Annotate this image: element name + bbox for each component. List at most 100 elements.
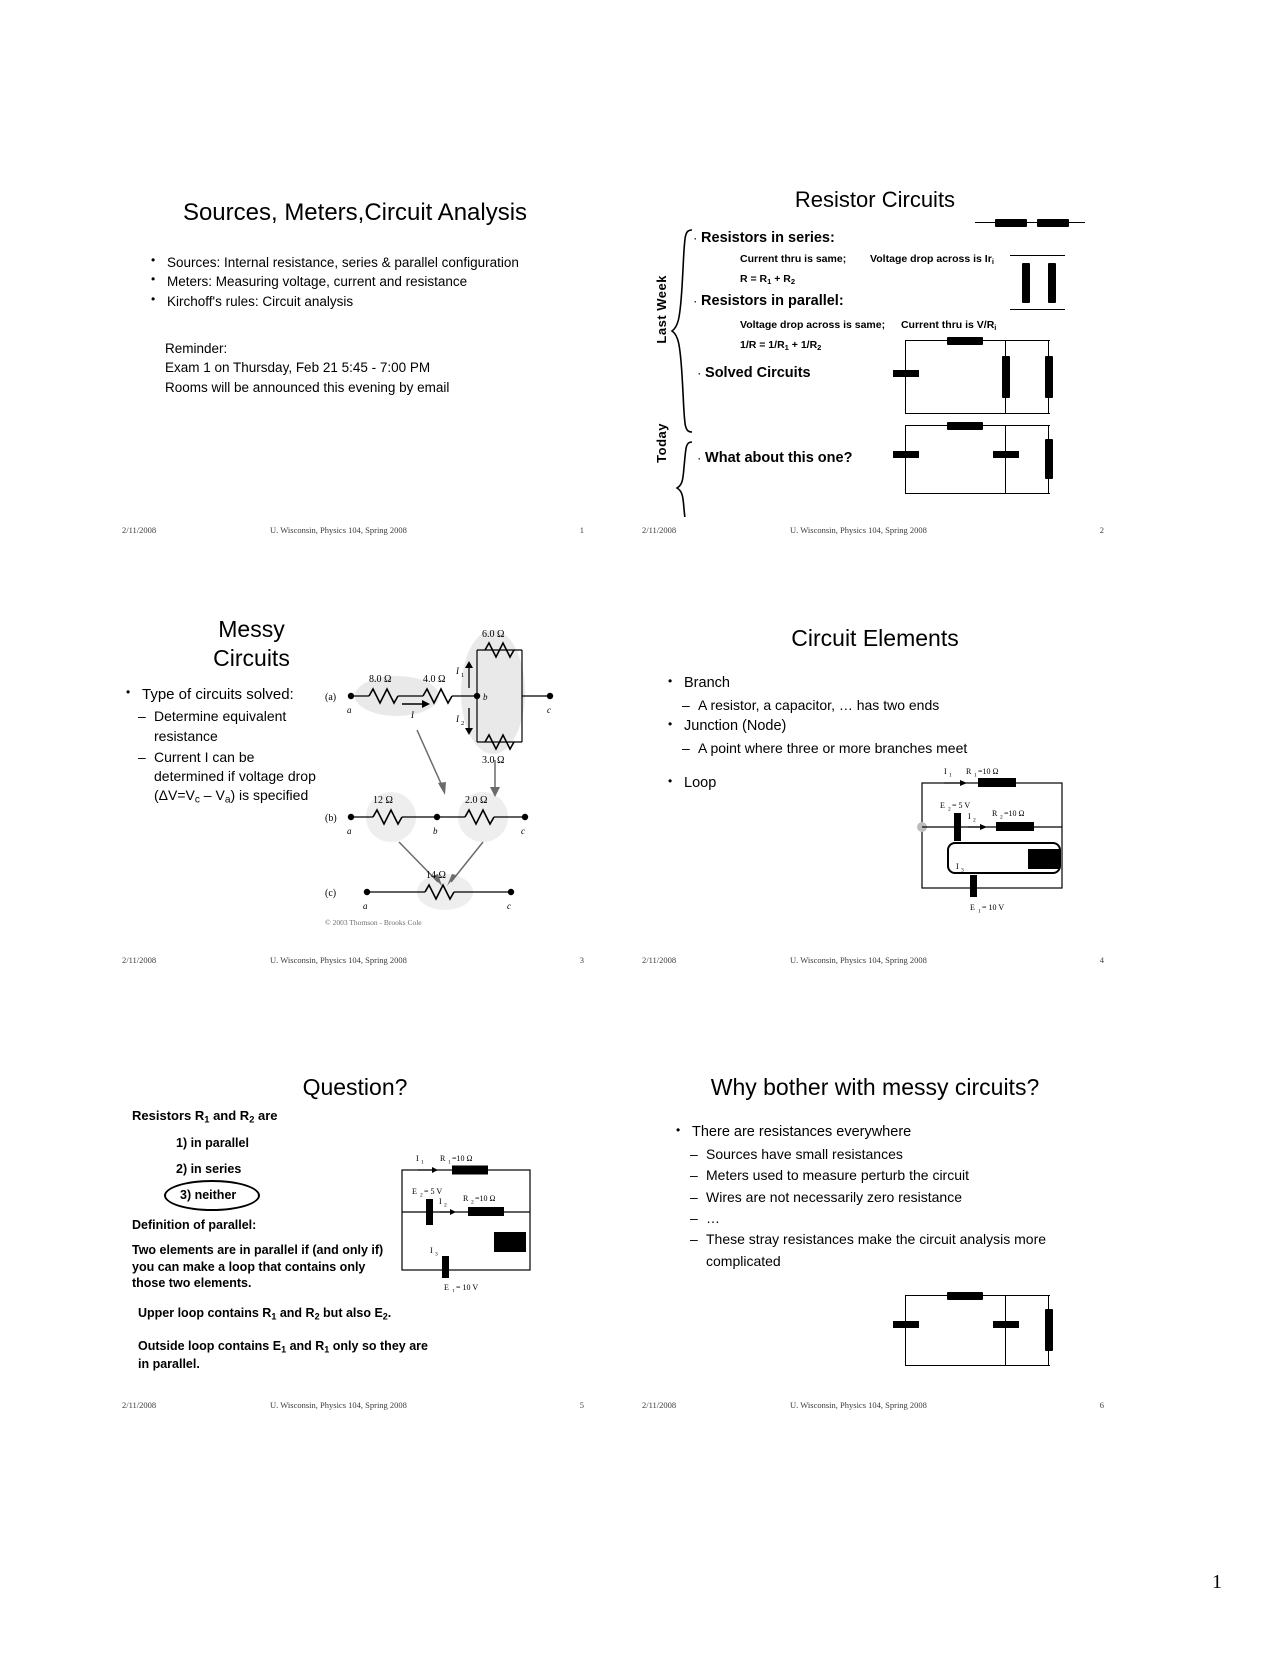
footer-date: 2/11/2008 (642, 955, 677, 965)
svg-text:I: I (455, 714, 460, 724)
svg-text:14 Ω: 14 Ω (426, 870, 446, 881)
svg-text:=10 Ω: =10 Ω (1004, 809, 1025, 818)
slide-3-bullets: Type of circuits solved: Determine equiv… (120, 684, 320, 808)
svg-text:R: R (463, 1194, 469, 1203)
slide-footer: 2/11/2008 U. Wisconsin, Physics 104, Spr… (640, 1400, 1110, 1410)
svg-text:3.0 Ω: 3.0 Ω (482, 755, 504, 766)
footer-slide-number: 3 (579, 955, 584, 965)
list-item: Type of circuits solved: (120, 684, 320, 706)
svg-text:1: 1 (461, 672, 464, 679)
page-title-line-2: Circuits (213, 644, 290, 671)
svg-text:I: I (944, 767, 947, 776)
svg-text:R: R (992, 809, 998, 818)
solved-circuits-item: · Solved Circuits (698, 365, 811, 381)
series-note: Current thru is same; Voltage drop acros… (740, 253, 994, 266)
today-item: · What about this one? (698, 450, 853, 466)
svg-text:c: c (507, 901, 511, 911)
svg-text:1: 1 (949, 773, 952, 779)
today-label: Today (654, 423, 669, 463)
answer-option-1[interactable]: 1) in parallel (176, 1136, 249, 1150)
footer-date: 2/11/2008 (642, 525, 677, 535)
svg-text:(c): (c) (325, 888, 336, 899)
svg-text:8.0 Ω: 8.0 Ω (369, 674, 391, 685)
outside-loop-note: Outside loop contains E1 and R1 only so … (138, 1339, 428, 1372)
answer-option-2[interactable]: 2) in series (176, 1162, 242, 1176)
solved-circuit-diagram (893, 336, 1053, 415)
footer-course: U. Wisconsin, Physics 104, Spring 2008 (790, 955, 927, 965)
footer-course: U. Wisconsin, Physics 104, Spring 2008 (790, 1400, 927, 1410)
svg-text:E: E (940, 801, 945, 810)
selected-answer-ellipse (164, 1180, 260, 1211)
parallel-note: Voltage drop across is same; Current thr… (740, 319, 997, 332)
list-item: Determine equivalent resistance (136, 707, 320, 746)
svg-text:(b): (b) (325, 813, 337, 824)
svg-text:2.0 Ω: 2.0 Ω (465, 795, 487, 806)
list-item: Wires are not necessarily zero resistanc… (688, 1187, 1110, 1209)
svg-text:c: c (521, 826, 525, 836)
page-title: Resistor Circuits (794, 187, 956, 212)
list-item: Current I can be determined if voltage d… (136, 748, 320, 808)
svg-text:=10 Ω: =10 Ω (978, 767, 999, 776)
slide-footer: 2/11/2008 U. Wisconsin, Physics 104, Spr… (640, 955, 1110, 965)
footer-date: 2/11/2008 (122, 1400, 157, 1410)
svg-text:b: b (433, 826, 438, 836)
svg-text:E: E (970, 903, 975, 912)
svg-text:a: a (363, 901, 368, 911)
slide-4-bullets: Branch A resistor, a capacitor, … has tw… (640, 672, 1110, 794)
svg-text:3: 3 (435, 1252, 438, 1258)
today-circuit-diagram (893, 421, 1053, 495)
slide-6-bullets: There are resistances everywhere Sources… (640, 1121, 1110, 1271)
list-item: A point where three or more branches mee… (680, 738, 1110, 759)
slide-6: Why bother with messy circuits? There ar… (640, 1060, 1110, 1410)
svg-text:2: 2 (973, 818, 976, 824)
footer-date: 2/11/2008 (122, 955, 157, 965)
svg-text:= 5 V: = 5 V (952, 801, 970, 810)
page-title-line-1: Messy (218, 616, 285, 642)
svg-text:= 10 V: = 10 V (982, 903, 1004, 912)
list-item: Meters used to measure perturb the circu… (688, 1165, 1110, 1187)
svg-text:1: 1 (448, 1160, 451, 1166)
definition-heading: Definition of parallel: (132, 1218, 257, 1232)
definition-body: Two elements are in parallel if (and onl… (132, 1243, 384, 1290)
svg-text:2: 2 (461, 720, 464, 727)
slide-3: Messy Circuits Type of circuits solved: … (120, 615, 590, 965)
reminder-exam-time: Exam 1 on Thursday, Feb 21 5:45 - 7:00 P… (165, 360, 431, 376)
svg-text:2: 2 (471, 1200, 474, 1206)
slide-5: Question? Resistors R1 and R2 are 1) in … (120, 1060, 590, 1410)
slide-2: Resistor Circuits Last Week Today · Resi… (640, 185, 1110, 535)
list-item: There are resistances everywhere (670, 1121, 1110, 1144)
svg-text:1: 1 (421, 1160, 424, 1166)
svg-text:a: a (347, 826, 352, 836)
slide-footer: 2/11/2008 U. Wisconsin, Physics 104, Spr… (120, 1400, 590, 1410)
list-item: A resistor, a capacitor, … has two ends (680, 695, 1110, 716)
series-formula: R = R1 + R2 (740, 273, 796, 286)
reminder-block: Reminder: Exam 1 on Thursday, Feb 21 5:4… (120, 339, 590, 396)
svg-text:1: 1 (452, 1289, 455, 1293)
slide-footer: 2/11/2008 U. Wisconsin, Physics 104, Spr… (640, 525, 1110, 535)
svg-text:c: c (547, 705, 551, 715)
footer-course: U. Wisconsin, Physics 104, Spring 2008 (270, 1400, 407, 1410)
footer-slide-number: 4 (1099, 955, 1104, 965)
svg-text:6.0 Ω: 6.0 Ω (482, 629, 504, 640)
page-title: Question? (302, 1074, 408, 1100)
last-week-label: Last Week (654, 275, 669, 344)
list-item: Meters: Measuring voltage, current and r… (145, 271, 590, 292)
answer-option-3[interactable]: 3) neither (180, 1188, 237, 1202)
footer-slide-number: 5 (579, 1400, 584, 1410)
svg-text:3: 3 (961, 868, 964, 874)
svg-text:2: 2 (420, 1193, 423, 1199)
list-item: Branch (662, 672, 1110, 695)
svg-text:= 10 V: = 10 V (456, 1283, 478, 1292)
svg-text:2: 2 (948, 807, 951, 813)
svg-text:=10 Ω: =10 Ω (452, 1154, 473, 1163)
slide-footer: 2/11/2008 U. Wisconsin, Physics 104, Spr… (120, 525, 590, 535)
parallel-formula: 1/R = 1/R1 + 1/R2 (740, 339, 822, 352)
series-resistor-diagram (975, 215, 1085, 231)
list-item: Kirchoff's rules: Circuit analysis (145, 291, 590, 312)
question-lead: Resistors R1 and R2 are (132, 1108, 278, 1125)
brace-group (670, 229, 693, 517)
messy-circuits-figure: (a) a 8.0 Ω 4.0 Ω I b 6.0 Ω 3.0 Ω (325, 629, 554, 911)
svg-text:I: I (430, 1246, 433, 1255)
svg-text:I: I (410, 710, 415, 720)
